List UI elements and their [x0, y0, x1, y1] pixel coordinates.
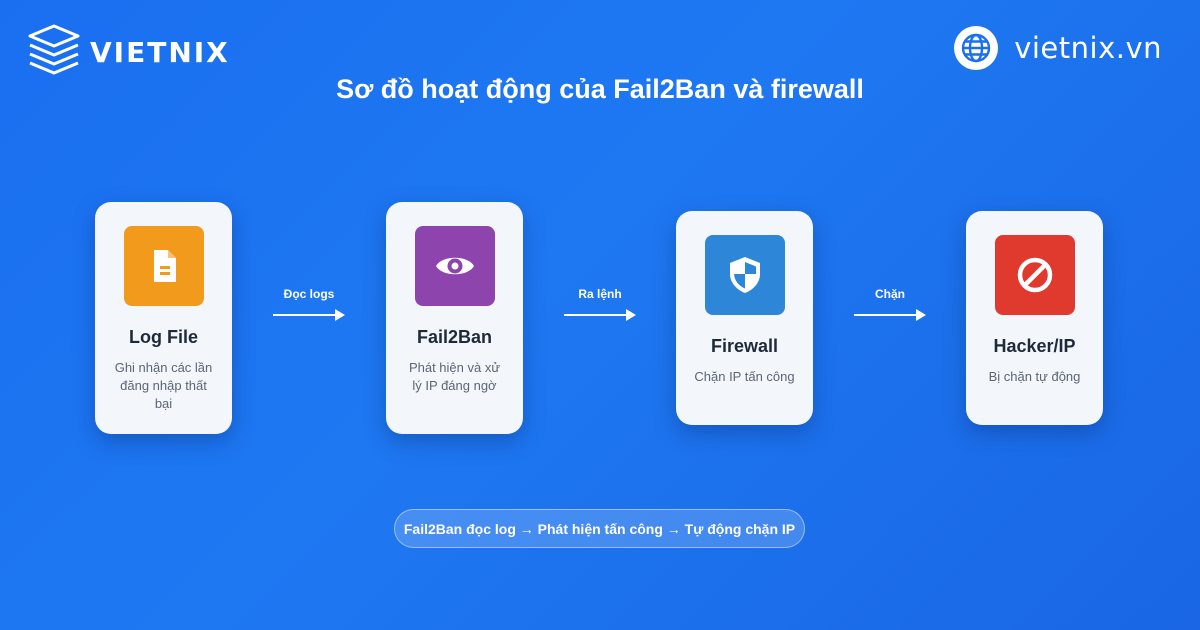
arrow-right-icon: [854, 309, 926, 321]
shield-icon: [704, 235, 785, 315]
node-desc: Chặn IP tấn công: [694, 369, 795, 384]
edge-label: Ra lệnh: [578, 287, 622, 301]
server-stack-icon: [28, 24, 80, 75]
block-icon: [994, 235, 1075, 315]
edge-label: Đọc logs: [283, 287, 335, 301]
eye-icon: [414, 226, 495, 306]
node-desc: Bị chặn tự động: [988, 369, 1081, 384]
node-desc: Phát hiện và xử lý IP đáng ngờ: [408, 360, 501, 393]
node-hacker-ip: Hacker/IP Bị chặn tự động: [966, 211, 1103, 425]
diagram-title: Sơ đồ hoạt động của Fail2Ban và firewall: [336, 74, 864, 104]
node-title: Firewall: [710, 336, 779, 356]
edge-block: Chặn: [852, 287, 928, 323]
node-firewall: Firewall Chặn IP tấn công: [676, 211, 813, 425]
edge-read-logs: Đọc logs: [271, 287, 347, 323]
document-icon: [123, 226, 204, 306]
arrow-right-icon: [564, 309, 636, 321]
node-desc: Ghi nhận các lần đăng nhập thất bại: [114, 360, 213, 411]
summary-banner: Fail2Ban đọc log → Phát hiện tấn công → …: [394, 509, 805, 548]
node-title: Hacker/IP: [993, 336, 1076, 356]
brand-name: VIETNIX: [90, 35, 230, 69]
globe-icon: [954, 26, 999, 70]
brand-logo: VIETNIX: [26, 22, 230, 82]
node-title: Fail2Ban: [416, 327, 493, 347]
site-url: vietnix.vn: [1014, 31, 1162, 65]
arrow-right-icon: [273, 309, 345, 321]
node-log-file: Log File Ghi nhận các lần đăng nhập thất…: [95, 202, 232, 434]
node-title: Log File: [129, 327, 198, 347]
edge-command: Ra lệnh: [562, 287, 638, 323]
edge-label: Chặn: [875, 287, 905, 301]
node-fail2ban: Fail2Ban Phát hiện và xử lý IP đáng ngờ: [386, 202, 523, 434]
site-link[interactable]: vietnix.vn: [954, 26, 1162, 70]
